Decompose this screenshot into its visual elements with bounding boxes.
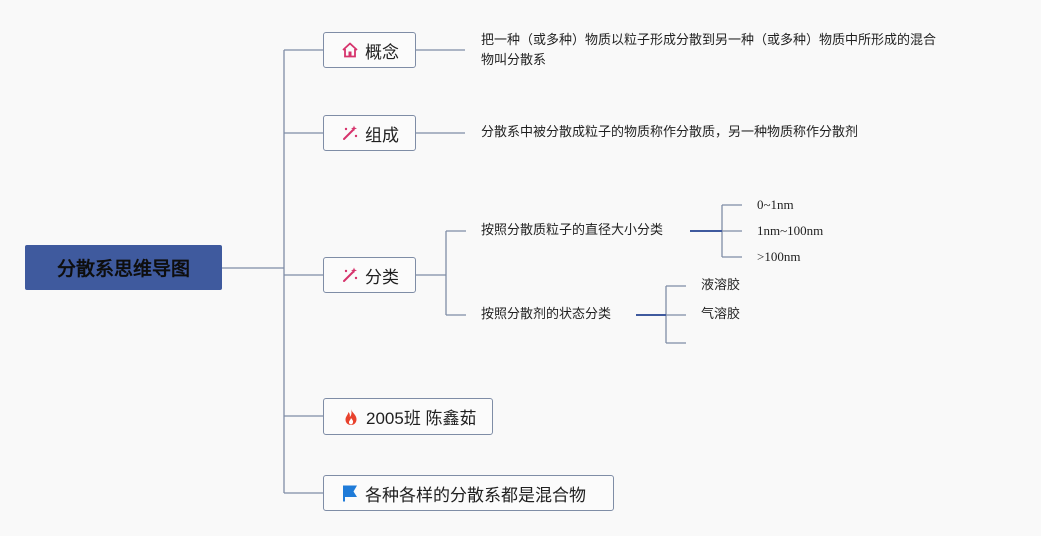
sparkle-icon bbox=[341, 124, 359, 142]
fire-icon bbox=[342, 408, 360, 426]
state-item-1[interactable]: 气溶胶 bbox=[701, 307, 741, 322]
branch-classification-label: 分类 bbox=[365, 267, 399, 288]
branch-author-label: 2005班 陈鑫茹 bbox=[366, 409, 477, 428]
branch-author[interactable]: 2005班 陈鑫茹 bbox=[323, 398, 493, 435]
home-icon bbox=[341, 41, 359, 59]
flag-icon bbox=[341, 484, 359, 502]
concept-text-line1: 把一种（或多种）物质以粒子形成分散到另一种（或多种）物质中所形成的混合 bbox=[481, 33, 937, 48]
sparkle-icon bbox=[341, 266, 359, 284]
classification-by-state[interactable]: 按照分散剂的状态分类 bbox=[481, 307, 612, 322]
branch-classification[interactable]: 分类 bbox=[323, 257, 416, 293]
composition-text: 分散系中被分散成粒子的物质称作分散质，另一种物质称作分散剂 bbox=[481, 125, 859, 140]
concept-text: 把一种（或多种）物质以粒子形成分散到另一种（或多种）物质中所形成的混合 物叫分散… bbox=[481, 31, 936, 71]
size-item-2[interactable]: >100nm bbox=[757, 249, 801, 264]
root-node[interactable]: 分散系思维导图 bbox=[25, 245, 222, 290]
concept-text-line2: 物叫分散系 bbox=[481, 53, 547, 68]
size-item-1[interactable]: 1nm~100nm bbox=[757, 223, 824, 238]
size-item-0[interactable]: 0~1nm bbox=[757, 197, 794, 212]
branch-composition[interactable]: 组成 bbox=[323, 115, 416, 151]
branch-composition-label: 组成 bbox=[365, 125, 399, 146]
state-item-0[interactable]: 液溶胶 bbox=[701, 278, 741, 293]
branch-concept-label: 概念 bbox=[365, 42, 399, 63]
branch-note-label: 各种各样的分散系都是混合物 bbox=[365, 485, 586, 506]
branch-concept[interactable]: 概念 bbox=[323, 32, 416, 68]
branch-note[interactable]: 各种各样的分散系都是混合物 bbox=[323, 475, 614, 511]
classification-by-size[interactable]: 按照分散质粒子的直径大小分类 bbox=[481, 223, 664, 238]
root-label: 分散系思维导图 bbox=[56, 258, 190, 280]
